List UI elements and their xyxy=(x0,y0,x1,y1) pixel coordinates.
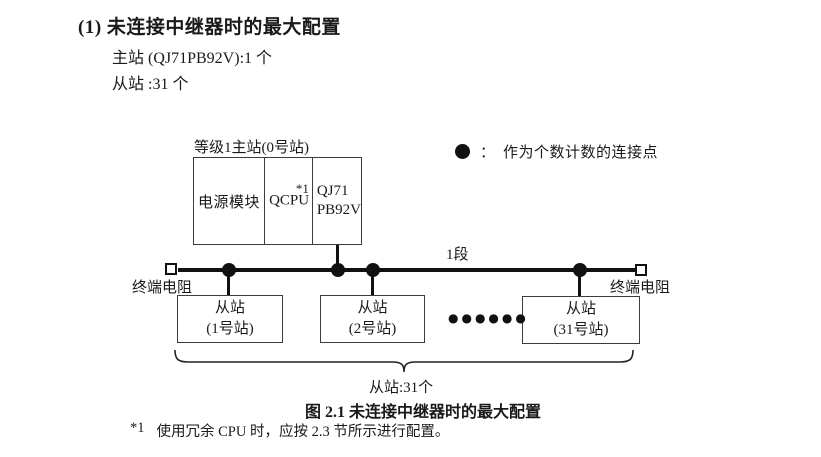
slave1-line1: 从站 xyxy=(214,300,245,316)
connection-point-icon xyxy=(455,144,470,159)
terminator-left-icon xyxy=(165,263,177,275)
power-module-cell: 电源模块 xyxy=(198,194,261,211)
footnote-text: 使用冗余 CPU 时，应按 2.3 节所示进行配置。 xyxy=(156,424,450,440)
connection-point-dot xyxy=(331,263,345,277)
master-drop-line xyxy=(336,245,339,270)
connection-point-dot xyxy=(573,263,587,277)
master-count-line: 主站 (QJ71PB92V):1 个 xyxy=(112,50,273,67)
slave-station-box-31: 从站 (31号站) xyxy=(522,296,640,344)
master-station-box: 电源模块 *1 QCPU QJ71 PB92V xyxy=(193,157,362,245)
slave31-line2: (31号站) xyxy=(553,322,609,338)
bus-line xyxy=(178,268,635,272)
figure-caption: 图 2.1 未连接中继器时的最大配置 xyxy=(305,404,542,421)
legend-text: 作为个数计数的连接点 xyxy=(503,145,659,161)
master-station-label: 等级1主站(0号站) xyxy=(194,140,309,156)
footnote-marker: *1 xyxy=(130,420,145,436)
connection-point-dot xyxy=(366,263,380,277)
legend-separator: ： xyxy=(480,145,496,161)
network-module-line2: PB92V xyxy=(316,202,361,218)
footnote: *1 使用冗余 CPU 时，应按 2.3 节所示进行配置。 xyxy=(130,420,449,441)
segment-label: 1段 xyxy=(446,247,469,263)
terminator-right-label: 终端电阻 xyxy=(610,280,671,296)
connection-point-dot xyxy=(222,263,236,277)
section-heading: (1) 未连接中继器时的最大配置 xyxy=(78,17,341,38)
legend: ： 作为个数计数的连接点 xyxy=(455,141,658,162)
slave-station-box-2: 从站 (2号站) xyxy=(320,295,425,343)
slave-count-line: 从站 :31 个 xyxy=(112,76,189,93)
ellipsis-dots: ●●●●●● xyxy=(448,311,529,325)
slave1-line2: (1号站) xyxy=(206,321,254,337)
slave2-drop-line xyxy=(371,270,374,296)
cpu-cell: *1 QCPU xyxy=(264,158,313,244)
slave3-drop-line xyxy=(578,270,581,297)
slave1-drop-line xyxy=(227,270,230,296)
slave31-line1: 从站 xyxy=(565,301,596,317)
slave-station-box-1: 从站 (1号站) xyxy=(177,295,283,343)
terminator-right-icon xyxy=(635,264,647,276)
brace-label: 从站:31个 xyxy=(369,380,434,396)
network-module-cell: QJ71 PB92V xyxy=(313,158,361,244)
slave2-line2: (2号站) xyxy=(348,321,397,337)
terminator-left-label: 终端电阻 xyxy=(132,280,193,296)
network-module-line1: QJ71 xyxy=(316,182,349,199)
cpu-label: QCPU xyxy=(269,192,310,209)
cpu-footnote-ref: *1 xyxy=(295,181,309,196)
brace xyxy=(174,349,634,373)
slave2-line1: 从站 xyxy=(357,300,388,316)
